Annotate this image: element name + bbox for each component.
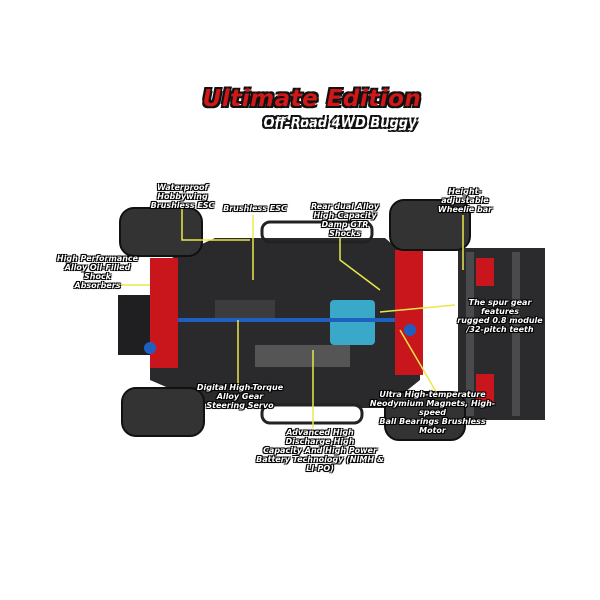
callout-steering-servo: Digital High-Torque Alloy Gear Steering … <box>196 383 284 410</box>
tires <box>119 199 471 441</box>
suspension <box>144 250 423 375</box>
callout-lines <box>110 205 464 428</box>
callout-motor: Ultra High-temperature Neodymium Magnets… <box>369 390 496 435</box>
callout-brushless-esc: Brushless ESC <box>223 204 287 213</box>
title: Ultimate Edition <box>202 86 422 112</box>
callout-wheelie-bar: Height-adjustable Wheelie bar <box>437 187 493 214</box>
callout-waterproof-esc: Waterproof Hobbywing Brushless ESC <box>150 183 215 210</box>
callout-rear-shocks: Rear dual Alloy High-Capacity Damp GTR S… <box>310 202 380 238</box>
wheelie-bar-wing <box>458 248 545 420</box>
callout-spur-gear: The spur gear features rugged 0.8 module… <box>457 298 543 334</box>
callout-shock-absorbers: High Performance Alloy Oil-Filled Shock … <box>56 254 139 290</box>
subtitle: Off-Road 4WD Buggy <box>263 116 417 131</box>
callout-battery: Advanced High Discharge,High Capacity An… <box>256 428 384 473</box>
